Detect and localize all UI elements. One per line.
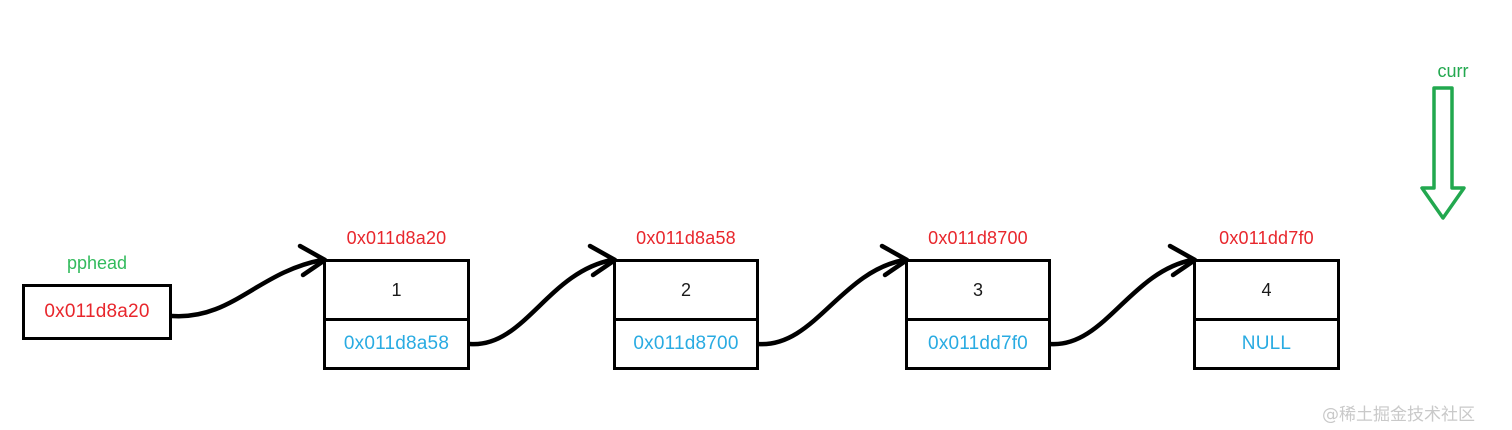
pphead-value: 0x011d8a20 <box>44 301 150 322</box>
connector-pphead-to-node1 <box>169 243 328 319</box>
node-address-label: 0x011dd7f0 <box>1219 228 1314 248</box>
down-arrow-icon <box>1420 86 1466 220</box>
node-address-label: 0x011d8a20 <box>346 228 447 248</box>
node-address-label: 0x011d8700 <box>928 228 1028 248</box>
list-node: 2 0x011d8700 <box>613 259 759 370</box>
pphead-label: pphead <box>66 253 128 273</box>
node-data-cell: 1 <box>326 262 467 321</box>
node-address-label: 0x011d8a58 <box>636 228 736 248</box>
node-next-cell: 0x011dd7f0 <box>928 333 1028 354</box>
node-next-cell: NULL <box>1241 333 1292 354</box>
watermark: @稀土掘金技术社区 <box>1322 405 1475 425</box>
list-node: 1 0x011d8a58 <box>323 259 470 370</box>
pphead-box: 0x011d8a20 <box>22 284 172 340</box>
curr-label: curr <box>1437 61 1469 81</box>
list-node: 4 NULL <box>1193 259 1340 370</box>
connector-node1-to-node2 <box>467 243 618 347</box>
node-data-cell: 2 <box>616 262 756 321</box>
node-next-cell: 0x011d8a58 <box>343 333 450 354</box>
node-data-cell: 4 <box>1196 262 1337 321</box>
connector-node2-to-node3 <box>755 243 910 347</box>
list-node: 3 0x011dd7f0 <box>905 259 1051 370</box>
node-next-cell: 0x011d8700 <box>633 333 739 354</box>
node-data-cell: 3 <box>908 262 1048 321</box>
connector-node3-to-node4 <box>1047 243 1198 347</box>
